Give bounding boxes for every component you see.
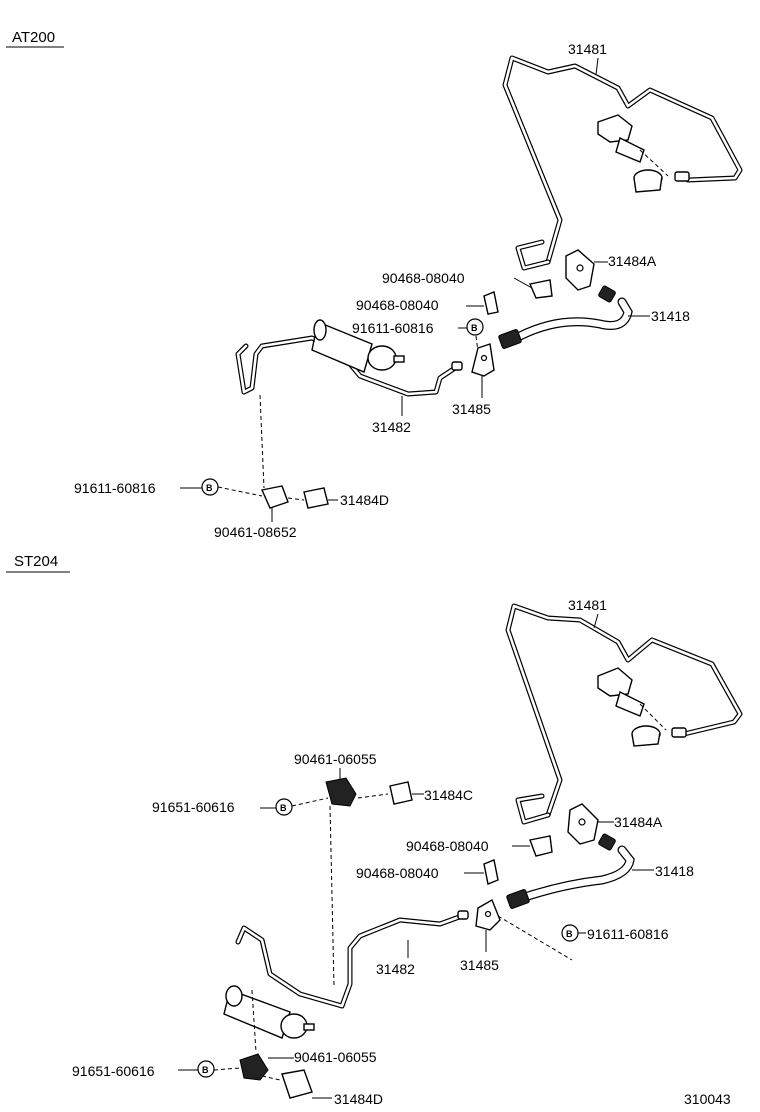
label-91611-1-at200: 91611-60816 xyxy=(352,320,434,336)
label-90468-1-at200: 90468-08040 xyxy=(382,270,465,286)
label-31481-at200: 31481 xyxy=(568,41,607,57)
label-31484a-st204: 31484A xyxy=(614,814,663,830)
bracket-31484d-at200 xyxy=(303,487,329,509)
label-31484a-at200: 31484A xyxy=(608,253,657,269)
bolt-marker-text: B xyxy=(471,323,478,333)
master-cylinder-fitting-st204 xyxy=(597,667,667,747)
label-31482-st204: 31482 xyxy=(376,961,415,977)
bolt-marker-text: B xyxy=(206,483,213,493)
clip-90468-2-st204 xyxy=(483,859,499,885)
clutch-tube-31481-st204 xyxy=(505,603,743,825)
label-91651-1-st204: 91651-60616 xyxy=(152,799,235,815)
label-31484d-st204: 31484D xyxy=(334,1091,383,1107)
section-title-at200: AT200 xyxy=(12,29,55,46)
clutch-tube-31481-at200 xyxy=(502,55,743,271)
label-31484c-st204: 31484C xyxy=(424,787,473,803)
bolt-marker-text: B xyxy=(202,1065,209,1075)
clip-90461-06055-1-st204 xyxy=(325,777,357,807)
bracket-31484a-at200 xyxy=(565,249,595,291)
label-91611-2-at200: 91611-60816 xyxy=(74,480,156,496)
bolt-marker-icon xyxy=(197,1060,215,1078)
master-cylinder-fitting-at200 xyxy=(597,114,669,193)
label-90468-1-st204: 90468-08040 xyxy=(406,838,489,854)
section-title-st204: ST204 xyxy=(14,553,58,570)
label-91611-st204: 91611-60816 xyxy=(587,926,669,942)
bolt-marker-text: B xyxy=(566,929,573,939)
bolt-marker-icon xyxy=(275,798,293,816)
label-91651-2-st204: 91651-60616 xyxy=(72,1063,155,1079)
clip-90461-08652-at200 xyxy=(261,485,289,509)
label-31482-at200: 31482 xyxy=(372,419,411,435)
diagram-number: 310043 xyxy=(684,1091,731,1107)
leader xyxy=(595,57,599,76)
clip-90461-06055-2-st204 xyxy=(239,1053,269,1081)
clutch-tube-31482-at200 xyxy=(235,335,463,397)
label-90461-06055-1-st204: 90461-06055 xyxy=(294,751,377,767)
label-31485-at200: 31485 xyxy=(452,401,491,417)
label-31418-at200: 31418 xyxy=(651,308,690,324)
slave-cylinder-at200 xyxy=(311,319,405,373)
bracket-31484a-st204 xyxy=(567,803,599,845)
bolt-marker-text: B xyxy=(280,803,287,813)
label-90461-08652-at200: 90461-08652 xyxy=(214,524,297,540)
bolt-marker-icon xyxy=(466,318,484,336)
label-90468-2-at200: 90468-08040 xyxy=(356,297,439,313)
bracket-31485-st204 xyxy=(475,898,501,931)
flexible-hose-31418-st204 xyxy=(506,833,635,909)
label-31481-st204: 31481 xyxy=(568,597,607,613)
clip-90468-1-at200 xyxy=(529,279,553,299)
clip-90468-1-st204 xyxy=(529,835,553,857)
flexible-hose-31418-at200 xyxy=(498,285,633,349)
label-90461-06055-2-st204: 90461-06055 xyxy=(294,1049,377,1065)
label-31418-st204: 31418 xyxy=(655,863,694,879)
clutch-tube-31482-st204 xyxy=(235,910,469,1009)
label-90468-2-st204: 90468-08040 xyxy=(356,865,439,881)
bracket-31484d-st204 xyxy=(281,1069,313,1099)
slave-cylinder-st204 xyxy=(223,985,315,1039)
label-31484d-at200: 31484D xyxy=(340,492,389,508)
label-31485-st204: 31485 xyxy=(460,957,499,973)
clip-90468-2-at200 xyxy=(483,291,499,315)
bracket-31485-at200 xyxy=(471,343,495,377)
bracket-31484c-st204 xyxy=(389,781,413,805)
